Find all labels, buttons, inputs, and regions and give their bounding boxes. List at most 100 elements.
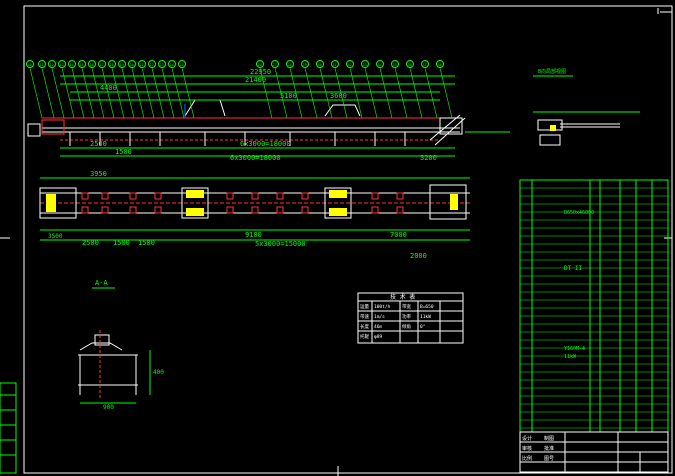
balloon-leader <box>364 67 378 119</box>
parts-annotation: Y160M-4 <box>564 346 585 352</box>
balloon-leader <box>409 67 423 119</box>
detail-body <box>539 134 561 146</box>
idler <box>396 192 404 200</box>
head-frame <box>434 117 466 146</box>
cross-section-view: 900 400 <box>78 330 164 411</box>
detail-marker <box>550 125 556 131</box>
part-balloon <box>421 60 429 68</box>
idler <box>301 206 309 214</box>
idler <box>101 206 109 214</box>
part-balloon <box>406 60 414 68</box>
table-cell: 长度 <box>360 323 369 330</box>
balloon-number: 31 <box>333 63 337 67</box>
support-legs <box>69 132 406 146</box>
table-cell: 带宽 <box>402 303 411 310</box>
balloon-leader <box>91 67 105 119</box>
balloon-number: 33 <box>363 63 367 67</box>
balloon-number: 35 <box>393 63 397 67</box>
balloon-leader <box>151 67 165 119</box>
idler <box>251 206 259 214</box>
part-balloon <box>68 60 76 68</box>
parts-frame <box>519 179 669 433</box>
part-balloon <box>256 60 264 68</box>
dim-text: 2500 <box>82 239 99 247</box>
balloon-leader <box>304 67 318 119</box>
idler <box>129 192 137 200</box>
loading-station <box>324 187 352 219</box>
part-balloon <box>178 60 186 68</box>
dim-text: 7000 <box>390 231 407 239</box>
table-cell: 11kW <box>420 314 431 320</box>
balloon-number: 26 <box>258 63 262 67</box>
balloon-number: 27 <box>273 63 277 67</box>
part-balloon <box>98 60 106 68</box>
balloon-number: 19 <box>120 63 124 67</box>
part-balloon <box>376 60 384 68</box>
sheet-border <box>23 5 673 474</box>
detail-title: B向局部视图 <box>538 68 566 75</box>
tail-assembly <box>39 187 77 219</box>
table-cell: 1m/s <box>374 314 385 320</box>
table-cell: 带速 <box>360 314 369 320</box>
parts-rows <box>520 187 668 429</box>
dim-text: 21400 <box>245 76 266 84</box>
balloon-leader <box>111 67 125 119</box>
idler <box>371 206 379 214</box>
idler <box>129 206 137 214</box>
part-balloon <box>78 60 86 68</box>
balloon-leader <box>319 67 333 119</box>
balloon-number: 22 <box>150 63 154 67</box>
part-balloon <box>361 60 369 68</box>
part-balloon <box>331 60 339 68</box>
loading-chute <box>184 99 226 117</box>
tail-pulley <box>41 119 65 135</box>
part-balloon <box>271 60 279 68</box>
tail-end <box>27 123 41 137</box>
part-balloon <box>168 60 176 68</box>
idler <box>101 192 109 200</box>
balloon-leader <box>161 67 175 119</box>
title-cell: 图号 <box>544 456 554 462</box>
title-cell: 制图 <box>544 435 554 442</box>
revision-strip <box>0 382 17 474</box>
dim-text: 2500 <box>90 140 107 148</box>
part-balloon <box>38 60 46 68</box>
balloon-leader <box>81 67 95 119</box>
balloon-number: 38 <box>438 63 442 67</box>
balloon-leader <box>439 67 453 119</box>
part-balloon <box>128 60 136 68</box>
idler <box>81 192 89 200</box>
balloon-number: 13 <box>60 63 64 67</box>
idler <box>276 192 284 200</box>
dim-text: 5x3000=15000 <box>255 240 306 248</box>
dim-text: 5100 <box>280 92 297 100</box>
parts-annotation: 11kW <box>564 354 577 360</box>
parts-list: B650x46000 DT II Y160M-4 11kW <box>519 179 669 433</box>
title-cells: 设计制图审核批准比例图号 <box>522 435 554 462</box>
part-balloon <box>316 60 324 68</box>
loading-station <box>181 187 209 219</box>
table-frame <box>357 292 464 344</box>
balloon-number: 24 <box>170 63 174 67</box>
balloon-number: 15 <box>80 63 84 67</box>
part-balloon <box>48 60 56 68</box>
head-pulley <box>439 117 463 135</box>
trough-idler <box>79 342 123 351</box>
part-balloon <box>286 60 294 68</box>
balloon-leader <box>51 67 65 119</box>
balloon-leader <box>394 67 408 119</box>
balloon-number: 23 <box>160 63 164 67</box>
balloon-leader <box>349 67 363 119</box>
dim-text: 9100 <box>245 231 262 239</box>
part-balloon <box>346 60 354 68</box>
balloon-number: 10 <box>28 63 32 67</box>
dim-text: 6x3000=18000 <box>240 140 291 148</box>
conveyor-plan-view: 3950 3500 2500 1500 1500 9100 7000 2000 … <box>39 170 470 260</box>
part-balloon <box>391 60 399 68</box>
title-cell: 设计 <box>522 435 532 442</box>
idler <box>226 192 234 200</box>
idler-sets <box>81 192 404 214</box>
